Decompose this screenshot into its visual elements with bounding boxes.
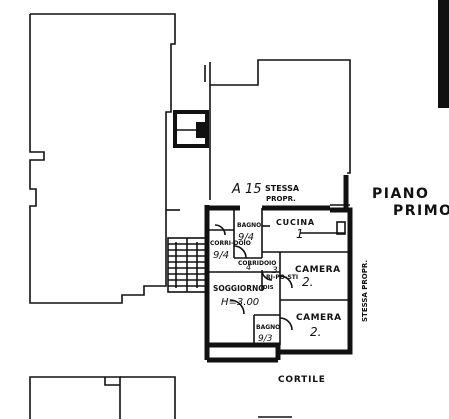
upper-right-outline: [204, 59, 351, 200]
room-bagno-top-note: 9/4: [238, 232, 254, 243]
room-camera-2-note: 2.: [310, 325, 321, 339]
room-corridoio-name: CORRIDOIO: [238, 260, 276, 267]
room-ripostiglio-note: 3: [272, 266, 278, 276]
room-ripostiglio-name: RI-PO-STI: [266, 274, 298, 281]
room-disimpegno-name: DIS: [263, 285, 274, 291]
lower-left-outline: [29, 376, 292, 419]
room-corridoio-left-name: CORRI-DOIO: [210, 240, 251, 247]
staircase: [167, 237, 207, 293]
door-swings: [214, 224, 293, 331]
room-cucina-name: CUCINA: [276, 218, 315, 227]
top-shaft: [173, 110, 209, 148]
room-soggiorno-note: H=3.00: [221, 297, 259, 308]
cortile-label: CORTILE: [278, 375, 326, 385]
room-bagno-top-name: BAGNO: [237, 222, 261, 229]
stessa-prop-top-line2: PROPR.: [266, 195, 296, 203]
subalterno-ref: A 15: [231, 182, 262, 197]
left-building-outline: [29, 13, 180, 304]
room-camera-1-note: 2.: [302, 275, 313, 289]
room-soggiorno-name: SOGGIORNO: [213, 284, 265, 293]
room-camera-1-name: CAMERA: [295, 265, 341, 275]
right-step-wall: [330, 175, 350, 210]
scan-edge-bar: [438, 0, 449, 108]
room-camera-2-name: CAMERA: [296, 313, 342, 323]
room-corridoio-left-note: 9/4: [213, 250, 229, 261]
room-bagno-bottom-note: 9/3: [258, 334, 273, 344]
room-bagno-bottom-name: BAGNO: [256, 324, 280, 331]
interior-partitions: [207, 208, 350, 345]
plan-title-line1: PIANO: [372, 186, 429, 202]
room-corridoio-note: 4: [246, 263, 251, 272]
stessa-prop-right: STESSA PROPR.: [361, 260, 369, 322]
room-cucina-note: 1: [296, 227, 304, 241]
stessa-prop-top-line1: STESSA: [265, 184, 300, 193]
plan-title-line2: PRIMO: [393, 203, 449, 219]
